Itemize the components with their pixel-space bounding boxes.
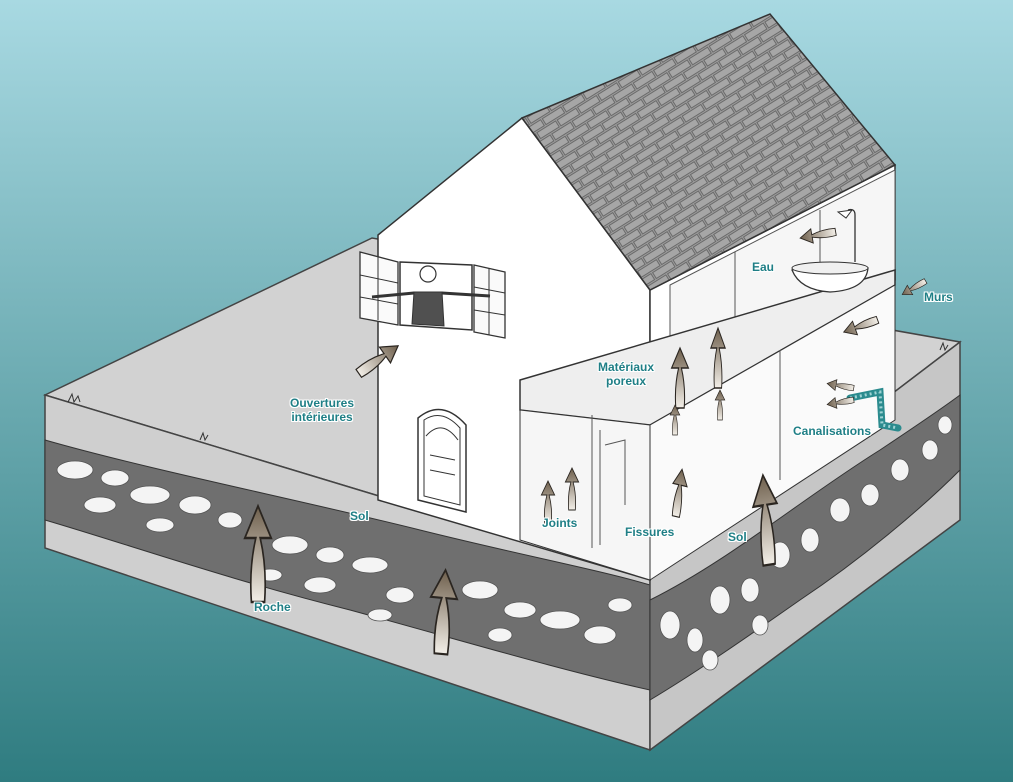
grass-tufts bbox=[67, 341, 949, 442]
label-joints: Joints bbox=[542, 516, 578, 530]
label-roche: Roche bbox=[254, 600, 291, 614]
pipe-icon bbox=[846, 387, 902, 432]
label-murs: Murs bbox=[924, 290, 953, 304]
label-materiaux-line1: Matériaux bbox=[598, 360, 655, 374]
label-ouvertures-interieures: Ouvertures intérieures bbox=[290, 396, 354, 424]
label-ouvertures-line2: intérieures bbox=[291, 410, 353, 424]
shower-icon bbox=[836, 208, 856, 262]
label-materiaux-poreux: Matériaux poreux bbox=[598, 360, 654, 388]
lower-room-right bbox=[649, 284, 896, 581]
label-canalisations: Canalisations bbox=[793, 424, 872, 438]
bathtub-icon bbox=[791, 261, 869, 293]
house-roof bbox=[520, 13, 897, 291]
label-sol-right: Sol bbox=[728, 530, 747, 544]
label-fissures: Fissures bbox=[625, 525, 675, 539]
label-eau: Eau bbox=[752, 260, 775, 274]
door-icon bbox=[417, 408, 467, 513]
label-sol-center: Sol bbox=[350, 509, 369, 523]
label-materiaux-line2: poreux bbox=[606, 374, 647, 388]
label-ouvertures-line1: Ouvertures bbox=[290, 396, 355, 410]
rocks-front bbox=[56, 460, 633, 645]
rocks-right bbox=[659, 415, 953, 671]
window-person-icon bbox=[359, 251, 506, 339]
